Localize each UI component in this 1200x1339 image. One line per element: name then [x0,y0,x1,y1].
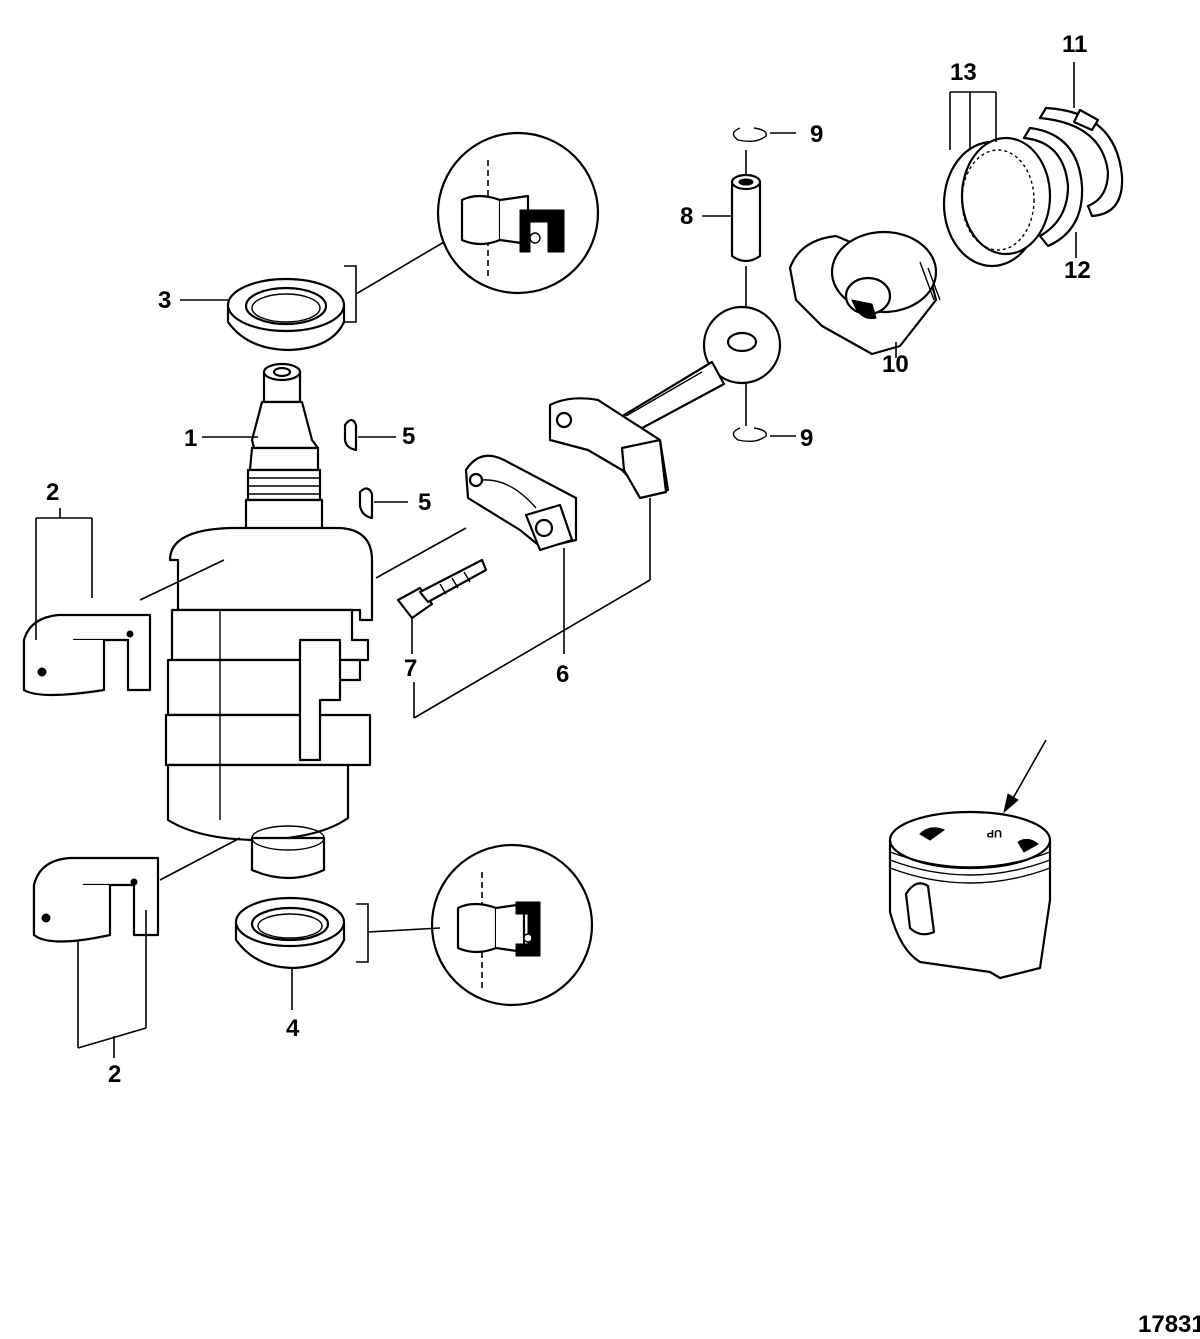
reference-arrow [1003,739,1047,814]
pin-retainer-lower [732,427,767,443]
main-bearing-lower [32,856,160,943]
connecting-rod-cap [464,454,578,552]
wrist-pin [730,173,762,263]
callout-5-lower: 5 [418,489,431,516]
callout-5-upper: 5 [402,423,415,450]
callout-2-upper: 2 [46,479,59,506]
figure-id: 17831 [1138,1311,1200,1338]
leader-lines [35,62,1077,1058]
piston-ring-12 [1022,126,1084,248]
callout-9-lower: 9 [800,425,813,452]
callout-2-lower: 2 [108,1061,121,1088]
lower-oil-seal [234,896,346,970]
woodruff-key-lower [358,487,374,520]
piston-up-marking: UP [987,827,1002,839]
callout-1: 1 [184,425,197,452]
callout-12: 12 [1064,257,1091,284]
main-bearing-upper [22,613,152,697]
crankshaft [164,362,374,880]
connecting-rod [548,305,782,500]
callout-8: 8 [680,203,693,230]
callout-10: 10 [882,351,909,378]
piston-ring-11 [1038,106,1124,218]
callout-6: 6 [556,661,569,688]
callout-11: 11 [1062,31,1087,58]
seal-detail-upper [436,131,600,295]
rod-bolt [396,558,488,620]
callout-4: 4 [286,1015,300,1042]
callout-13: 13 [950,59,977,86]
woodruff-key-upper [343,418,358,452]
callout-3: 3 [158,287,171,314]
piston-ring-set-13 [942,136,1052,268]
callout-9-upper: 9 [810,121,823,148]
callout-7: 7 [404,655,417,682]
seal-detail-lower [430,843,594,1007]
pin-retainer-upper [732,127,767,143]
upper-oil-seal [226,277,346,352]
callout-labels: 1 2 2 3 4 5 5 6 7 8 9 9 10 11 12 13 [46,31,1091,1088]
reference-piston: UP [888,810,1052,980]
piston [788,230,941,356]
